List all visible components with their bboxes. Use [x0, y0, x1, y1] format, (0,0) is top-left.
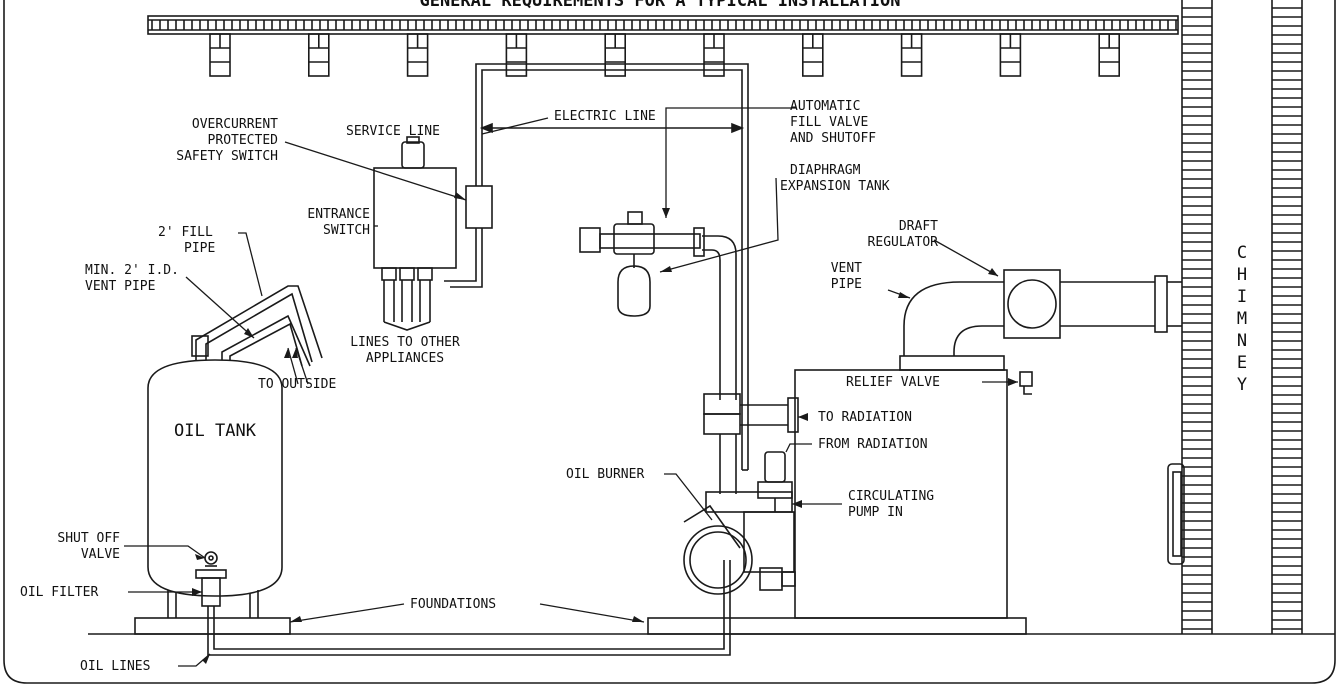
- joist-hanger: [505, 33, 528, 77]
- svg-text:PIPE: PIPE: [831, 277, 862, 292]
- svg-text:VENT PIPE: VENT PIPE: [85, 279, 155, 294]
- diaphragm-expansion-tank: [617, 254, 651, 317]
- svg-text:VALVE: VALVE: [81, 547, 120, 562]
- svg-text:PIPE: PIPE: [184, 241, 215, 256]
- svg-text:AUTOMATIC: AUTOMATIC: [790, 99, 860, 114]
- label-oil-lines: OIL LINES: [80, 659, 150, 674]
- oil-burner: [683, 491, 796, 595]
- supply-piping: [702, 235, 799, 494]
- circulating-pump: [757, 451, 793, 512]
- svg-text:C: C: [1237, 243, 1247, 263]
- svg-text:MIN. 2' I.D.: MIN. 2' I.D.: [85, 263, 179, 278]
- joist-hanger: [1098, 33, 1120, 77]
- overcurrent-safety-switch: [465, 185, 493, 229]
- svg-text:I: I: [1237, 287, 1247, 307]
- chimney-wall: [1167, 0, 1303, 634]
- svg-text:PUMP IN: PUMP IN: [848, 505, 903, 520]
- label-from-radiation: FROM RADIATION: [818, 437, 928, 452]
- label-to-outside: TO OUTSIDE: [258, 377, 336, 392]
- joist-hanger: [406, 33, 429, 77]
- leader-arrowheads: [192, 192, 1018, 664]
- svg-text:VENT: VENT: [831, 261, 862, 276]
- label-oil-tank: OIL TANK: [174, 421, 257, 441]
- svg-text:EXPANSION TANK: EXPANSION TANK: [780, 179, 890, 194]
- label-diaphragm: DIAPHRAGM EXPANSION TANK: [780, 163, 890, 194]
- svg-text:DRAFT: DRAFT: [899, 219, 938, 234]
- label-chimney: C H I M N E Y: [1237, 243, 1247, 395]
- relief-valve: [1019, 371, 1033, 395]
- label-entrance-switch: ENTRANCE SWITCH: [307, 207, 370, 238]
- svg-text:APPLIANCES: APPLIANCES: [366, 351, 444, 366]
- svg-text:SAFETY SWITCH: SAFETY SWITCH: [176, 149, 278, 164]
- draft-regulator: [1003, 269, 1061, 339]
- label-lines-to-other: LINES TO OTHER APPLIANCES: [350, 335, 460, 366]
- svg-text:Y: Y: [1237, 375, 1247, 395]
- label-relief-valve: RELIEF VALVE: [846, 375, 940, 390]
- label-overcurrent: OVERCURRENT PROTECTED SAFETY SWITCH: [176, 117, 278, 164]
- oil-filter-and-valve: [195, 551, 227, 607]
- svg-text:N: N: [1237, 331, 1247, 351]
- label-shut-off-valve: SHUT OFF VALVE: [57, 531, 120, 562]
- label-service-line: SERVICE LINE: [346, 124, 440, 139]
- svg-text:DIAPHRAGM: DIAPHRAGM: [790, 163, 861, 178]
- burner-foundation: [647, 617, 1027, 635]
- svg-text:CIRCULATING: CIRCULATING: [848, 489, 934, 504]
- svg-text:M: M: [1237, 309, 1247, 329]
- ceiling-joists: [147, 15, 1179, 77]
- joist-hanger: [703, 33, 725, 77]
- joist-hanger: [307, 33, 330, 77]
- label-oil-burner: OIL BURNER: [566, 467, 644, 482]
- fill-and-vent-pipes: [191, 285, 323, 367]
- label-fill-pipe: 2' FILL PIPE: [158, 225, 215, 256]
- oil-lines: [207, 560, 731, 656]
- joist-hanger: [999, 33, 1022, 77]
- svg-text:H: H: [1237, 265, 1247, 285]
- joist-hanger: [900, 33, 923, 77]
- svg-text:ENTRANCE: ENTRANCE: [307, 207, 370, 222]
- svg-text:AND SHUTOFF: AND SHUTOFF: [790, 131, 876, 146]
- svg-text:OVERCURRENT: OVERCURRENT: [192, 117, 278, 132]
- entrance-switch: [373, 136, 457, 331]
- svg-text:FILL VALVE: FILL VALVE: [790, 115, 868, 130]
- joist-hanger: [604, 33, 627, 77]
- vent-pipe: [903, 275, 1182, 356]
- label-electric-line: ELECTRIC LINE: [554, 109, 656, 124]
- joist-hanger: [209, 33, 231, 77]
- oil-tank: [134, 359, 291, 635]
- label-automatic-fill: AUTOMATIC FILL VALVE AND SHUTOFF: [790, 99, 876, 146]
- label-vent-pipe-min: MIN. 2' I.D. VENT PIPE: [85, 263, 179, 294]
- svg-text:SWITCH: SWITCH: [323, 223, 370, 238]
- joist-hanger: [801, 33, 824, 77]
- svg-text:REGULATOR: REGULATOR: [868, 235, 939, 250]
- label-circulating-pump: CIRCULATING PUMP IN: [848, 489, 934, 520]
- automatic-fill-valve: [579, 211, 705, 257]
- svg-text:SHUT OFF: SHUT OFF: [57, 531, 120, 546]
- leader-lines: [124, 107, 1018, 667]
- label-foundations: FOUNDATIONS: [410, 597, 496, 612]
- svg-text:2' FILL: 2' FILL: [158, 225, 213, 240]
- label-to-radiation: TO RADIATION: [818, 410, 912, 425]
- diagram-title: GENERAL REQUIREMENTS FOR A TYPICAL INSTA…: [419, 0, 900, 11]
- svg-text:LINES TO OTHER: LINES TO OTHER: [350, 335, 460, 350]
- label-draft-regulator: DRAFT REGULATOR: [868, 219, 939, 250]
- label-oil-filter: OIL FILTER: [20, 585, 98, 600]
- svg-text:PROTECTED: PROTECTED: [208, 133, 279, 148]
- label-vent-pipe: VENT PIPE: [831, 261, 862, 292]
- svg-text:E: E: [1237, 353, 1247, 373]
- diagram-frame: [3, 0, 1336, 684]
